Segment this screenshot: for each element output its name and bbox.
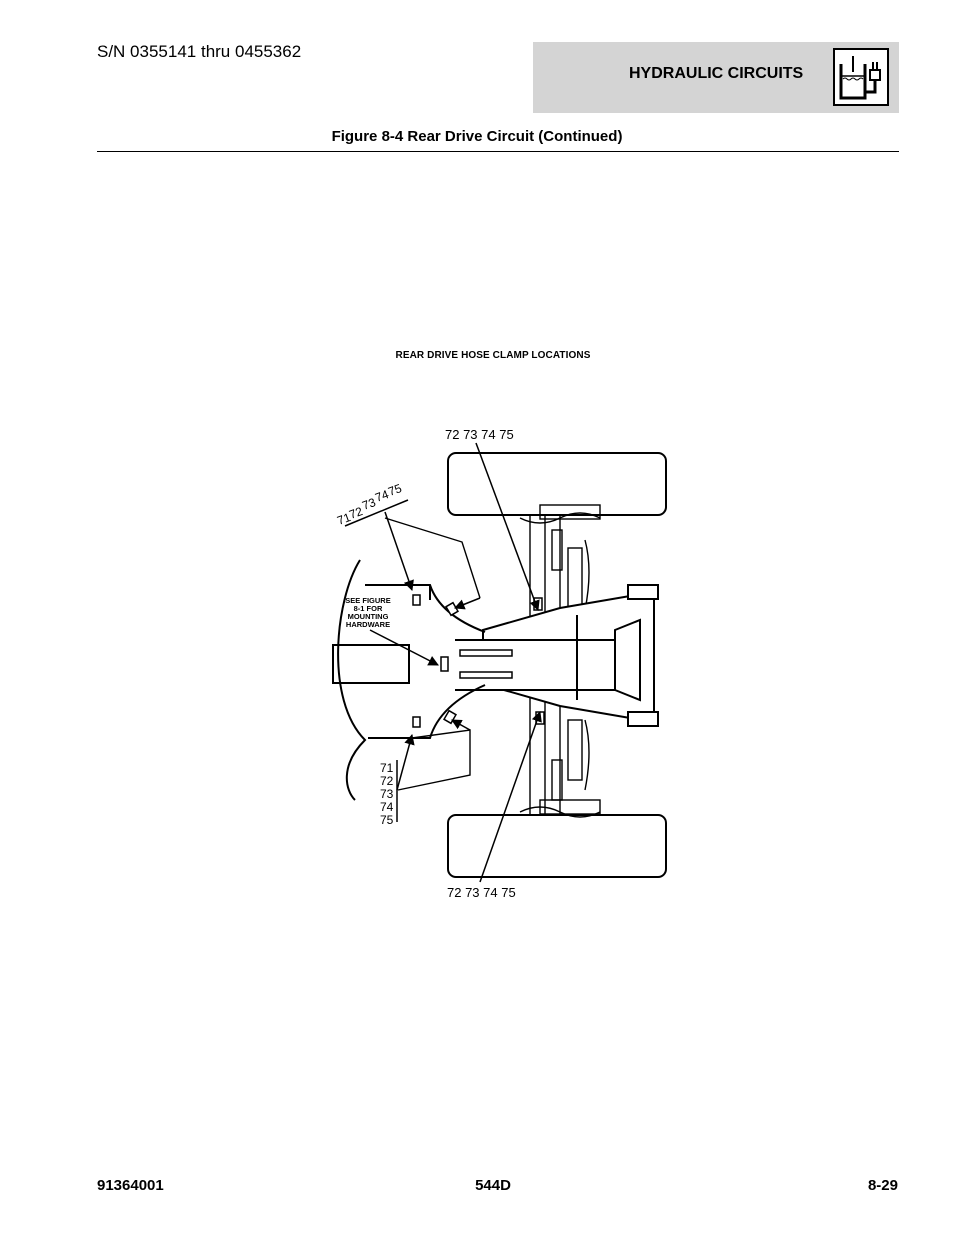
mounting-note-line-4: HARDWARE xyxy=(346,620,390,629)
leader-lines xyxy=(344,442,542,883)
diagram-title: REAR DRIVE HOSE CLAMP LOCATIONS xyxy=(395,350,591,361)
callout-upper-left-1: 71 xyxy=(335,510,353,528)
mounting-note: SEE FIGURE 8-1 FOR MOUNTING HARDWARE xyxy=(345,596,390,629)
footer-model: 544D xyxy=(475,1177,511,1194)
callout-upper-left: 71 72 73 74 75 xyxy=(335,481,404,528)
callout-lower-left-3: 73 xyxy=(380,787,394,801)
callout-upper-left-3: 73 xyxy=(360,495,378,513)
callout-lower-left-4: 74 xyxy=(380,800,394,814)
callout-upper-left-2: 72 xyxy=(347,504,365,522)
section-header-box: HYDRAULIC CIRCUITS xyxy=(533,42,899,113)
hose-routes xyxy=(384,517,481,791)
callout-upper-left-5: 75 xyxy=(386,481,404,499)
callout-lower-left: 71 72 73 74 75 xyxy=(380,761,394,827)
chassis-outline xyxy=(332,559,486,801)
hydraulic-reservoir-icon xyxy=(833,48,889,106)
callout-bottom-right: 72 73 74 75 xyxy=(447,885,516,900)
callout-lower-left-1: 71 xyxy=(380,761,394,775)
upper-tire xyxy=(447,452,667,516)
serial-number-range: S/N 0355141 thru 0455362 xyxy=(97,42,302,61)
lower-tire xyxy=(447,814,667,878)
callout-lower-left-5: 75 xyxy=(380,813,394,827)
mounting-note-line-3: MOUNTING xyxy=(348,612,389,621)
mounting-note-line-2: 8-1 FOR xyxy=(354,604,383,613)
mounting-note-line-1: SEE FIGURE xyxy=(345,596,390,605)
callout-top-right: 72 73 74 75 xyxy=(445,427,514,442)
hose-clamp-diagram: 72 73 74 75 72 73 74 75 71 72 73 74 75 7… xyxy=(300,420,700,910)
figure-caption: Figure 8-4 Rear Drive Circuit (Continued… xyxy=(331,128,623,145)
footer-page-number: 8-29 xyxy=(867,1177,898,1194)
callout-upper-left-4: 74 xyxy=(373,487,391,505)
footer-doc-number: 91364001 xyxy=(97,1177,164,1194)
frame-slots xyxy=(459,649,513,679)
header-divider xyxy=(97,151,899,152)
callout-lower-left-2: 72 xyxy=(380,774,394,788)
section-title: HYDRAULIC CIRCUITS xyxy=(629,65,804,82)
